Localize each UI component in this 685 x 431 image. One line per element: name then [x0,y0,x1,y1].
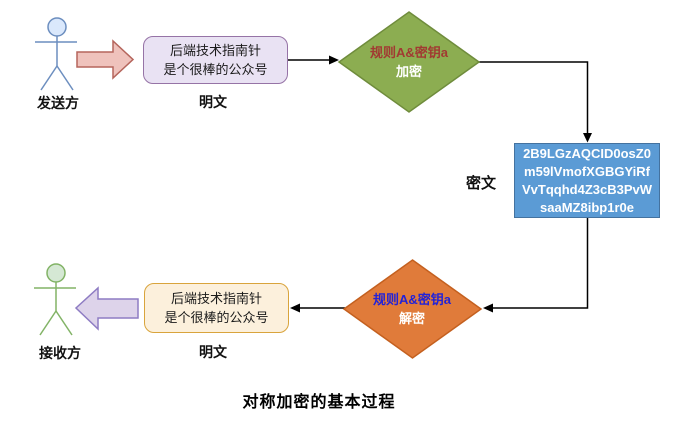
decrypt-diamond-text: 规则A&密钥a 解密 [350,290,474,328]
ciphertext-line: saaMZ8ibp1r0e [540,199,634,215]
decrypt-rule-label: 规则A&密钥a [372,292,451,307]
arrowhead-down-icon [583,133,592,143]
decrypt-action-label: 解密 [398,311,425,326]
plaintext-bottom-line1: 后端技术指南针 [170,291,262,306]
ciphertext-box: 2B9LGzAQCID0osZ0 m59lVmofXGBGYiRf VvTqqh… [514,143,660,218]
plaintext-box-top: 后端技术指南针 是个很棒的公众号 [143,36,288,84]
receiver-person-icon [34,263,76,336]
encrypt-diamond-text: 规则A&密钥a 加密 [347,43,471,81]
arrowhead-left-icon [483,303,493,313]
plaintext-caption-top: 明文 [199,94,227,110]
ciphertext-caption: 密文 [465,175,496,192]
ciphertext-line: VvTqqhd4Z3cB3PvW [521,181,653,197]
diagram-title: 对称加密的基本过程 [242,394,396,411]
arrowhead-right-icon [329,55,339,65]
ciphertext-line: 2B9LGzAQCID0osZ0 [523,145,651,161]
receiver-label: 接收方 [39,345,81,361]
receive-block-arrow-left-icon [74,286,139,331]
sender-person-icon [35,17,77,91]
ciphertext-line: m59lVmofXGBGYiRf [524,163,650,179]
plaintext-caption-bottom: 明文 [199,344,227,360]
plaintext-top-line1: 后端技术指南针 [169,43,261,58]
encrypt-rule-label: 规则A&密钥a [369,45,448,60]
decrypt-diamond [342,259,483,359]
sender-label: 发送方 [37,95,79,111]
plaintext-top-line2: 是个很棒的公众号 [163,62,268,77]
send-block-arrow-right-icon [76,39,135,80]
connector-ciphertext-to-decrypt [492,218,589,309]
arrowhead-left-icon [290,303,300,313]
encrypt-diamond [337,11,481,113]
encrypt-action-label: 加密 [395,64,422,79]
plaintext-box-bottom: 后端技术指南针 是个很棒的公众号 [144,283,289,333]
connector-encrypt-to-ciphertext [478,61,589,134]
plaintext-bottom-line2: 是个很棒的公众号 [164,310,269,325]
